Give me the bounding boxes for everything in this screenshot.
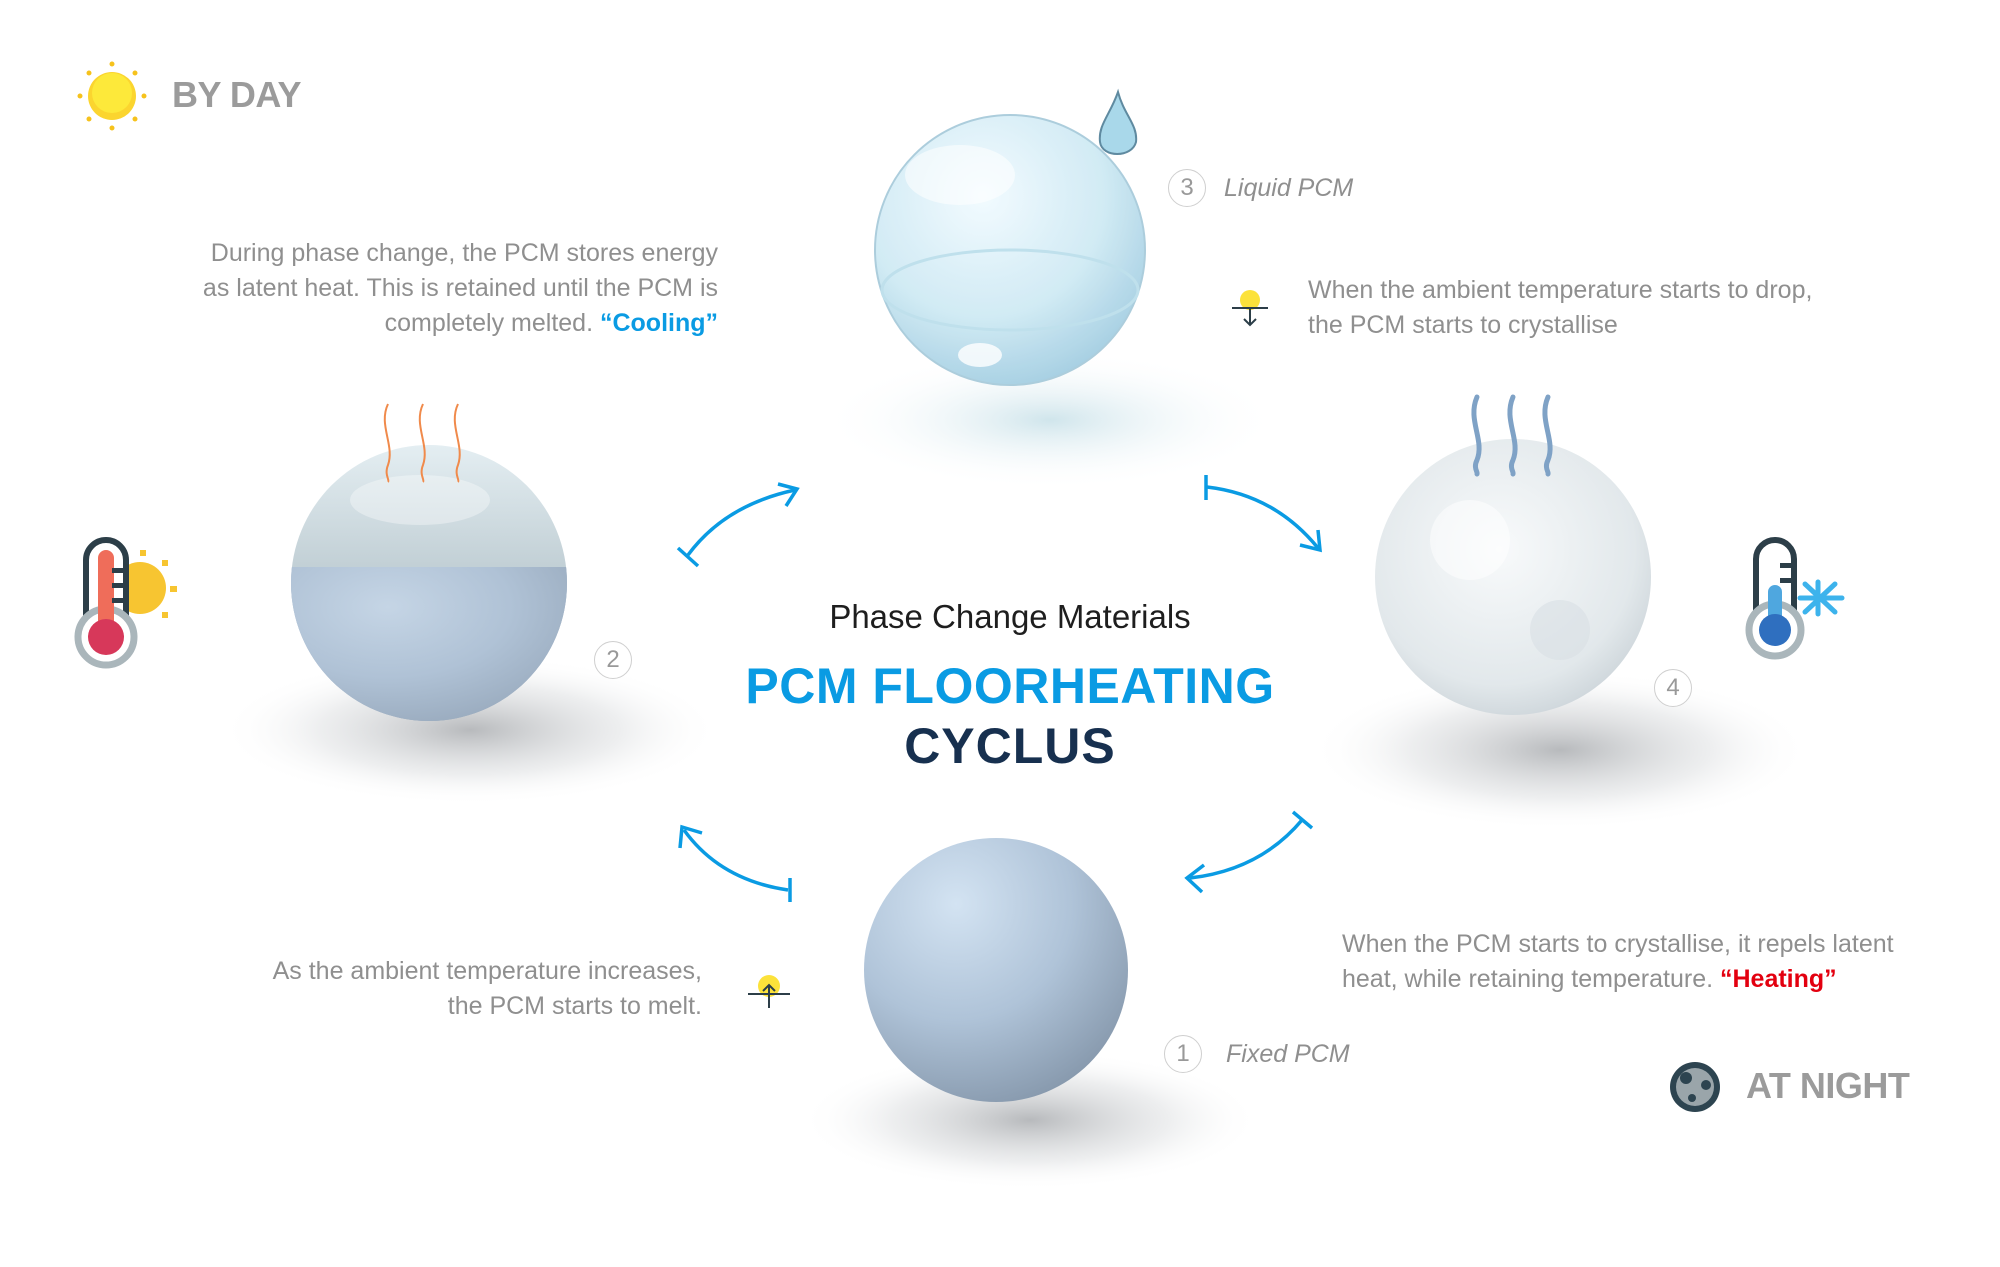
cooling-caption: During phase change, the PCM stores ener…: [202, 239, 718, 337]
stage-label-liquid-pcm: Liquid PCM: [1224, 174, 1354, 202]
crystallising-pcm-sphere: [1375, 439, 1651, 715]
stage-number-3: 3: [1168, 169, 1206, 207]
heating-caption: When the PCM starts to crystallise, it r…: [1342, 930, 1894, 993]
half-sphere-shadow: [220, 655, 720, 805]
cooling-highlight: “Cooling”: [599, 309, 718, 337]
stage-label-fixed-pcm: Fixed PCM: [1226, 1040, 1350, 1068]
at-night-heading: AT NIGHT: [1746, 1065, 1910, 1106]
sunrise-icon: [748, 975, 790, 1008]
by-day-heading: BY DAY: [172, 74, 302, 115]
diagram-title: PCM FLOORHEATING: [745, 658, 1275, 714]
diagram-title-cyclus: CYCLUS: [904, 718, 1116, 774]
ice-sphere-shadow: [1310, 670, 1810, 830]
temperature-increase-caption: As the ambient temperature increases, th…: [272, 957, 702, 1020]
thermometer-snowflake-icon: [1745, 537, 1845, 660]
diagram-subtitle: Phase Change Materials: [829, 598, 1191, 635]
stage-number-1: 1: [1164, 1035, 1202, 1073]
stage-number-2: 2: [594, 641, 632, 679]
cycle-arrows: [676, 475, 1322, 902]
sunset-icon: [1232, 290, 1268, 327]
cold-waves-icon: [1471, 394, 1553, 477]
arrow-4-to-1: [1184, 810, 1314, 894]
liquid-pcm-sphere: [874, 114, 1146, 386]
temperature-drop-caption: When the ambient temperature starts to d…: [1308, 276, 1813, 339]
liquid-sphere-shadow: [820, 350, 1280, 490]
heating-highlight: “Heating”: [1720, 965, 1837, 993]
heat-waves-icon: [383, 403, 461, 483]
moon-icon: [1670, 1062, 1720, 1112]
solid-sphere-shadow: [800, 1050, 1260, 1190]
arrow-3-to-4: [1204, 475, 1322, 553]
thermometer-sun-icon: [74, 537, 177, 669]
fixed-pcm-sphere: [864, 838, 1128, 1102]
arrow-2-to-3: [676, 482, 800, 568]
arrow-1-to-2: [678, 824, 792, 902]
stage-number-4: 4: [1654, 669, 1692, 707]
sun-icon: [77, 61, 147, 131]
droplet-icon: [1098, 88, 1138, 155]
